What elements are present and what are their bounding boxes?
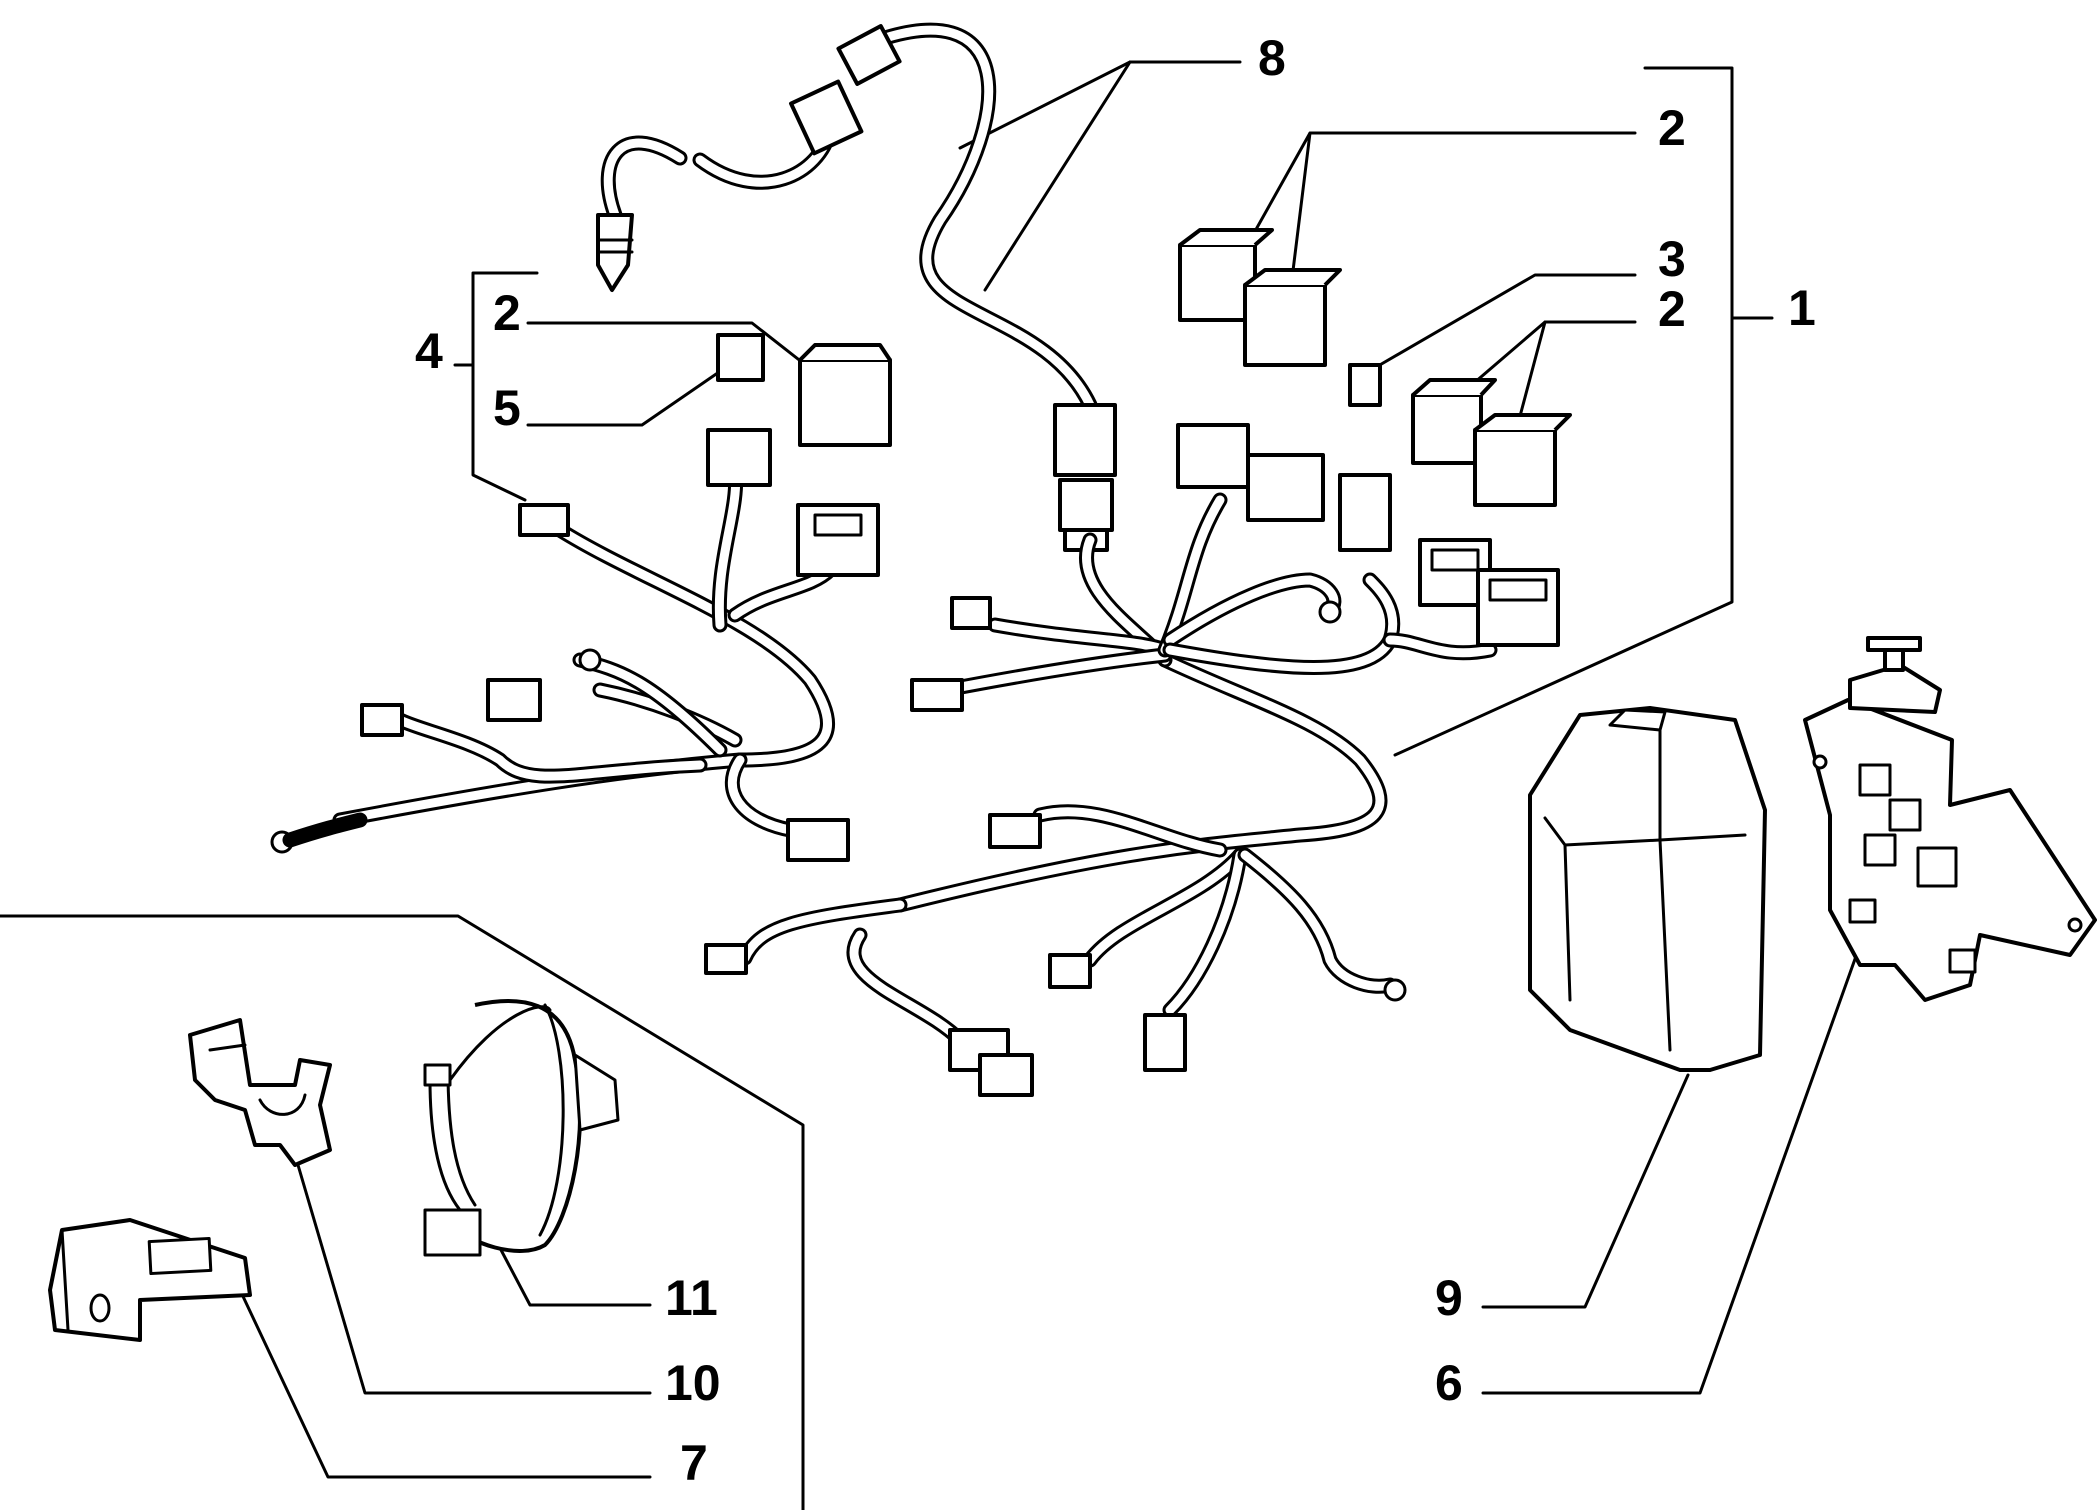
left-harness-part-4 [270, 333, 892, 862]
callout-8: 8 [1258, 30, 1286, 86]
callout-7: 7 [680, 1435, 708, 1491]
callout-1: 1 [1788, 280, 1816, 336]
main-harness-part-1 [704, 228, 1572, 1097]
callout-2-mid: 2 [1658, 281, 1686, 337]
bracket-part-6 [1803, 636, 2097, 1002]
callout-2-top: 2 [1658, 100, 1686, 156]
cover-part-9 [1528, 706, 1767, 1072]
strap-part-11 [423, 998, 620, 1257]
callout-5: 5 [493, 380, 521, 436]
callout-4: 4 [415, 323, 443, 379]
callouts: 8 2 3 2 1 2 4 5 11 10 7 9 6 [415, 30, 1816, 1491]
clip-part-10 [188, 1018, 332, 1167]
bracket-part-7 [48, 1218, 252, 1342]
callout-9: 9 [1435, 1270, 1463, 1326]
callout-2-left: 2 [493, 285, 521, 341]
callout-3: 3 [1658, 231, 1686, 287]
callout-6: 6 [1435, 1355, 1463, 1411]
sensor-cable-part-8 [596, 22, 1117, 552]
callout-10: 10 [665, 1355, 721, 1411]
leader-lines [0, 60, 1862, 1510]
callout-11: 11 [665, 1270, 718, 1326]
